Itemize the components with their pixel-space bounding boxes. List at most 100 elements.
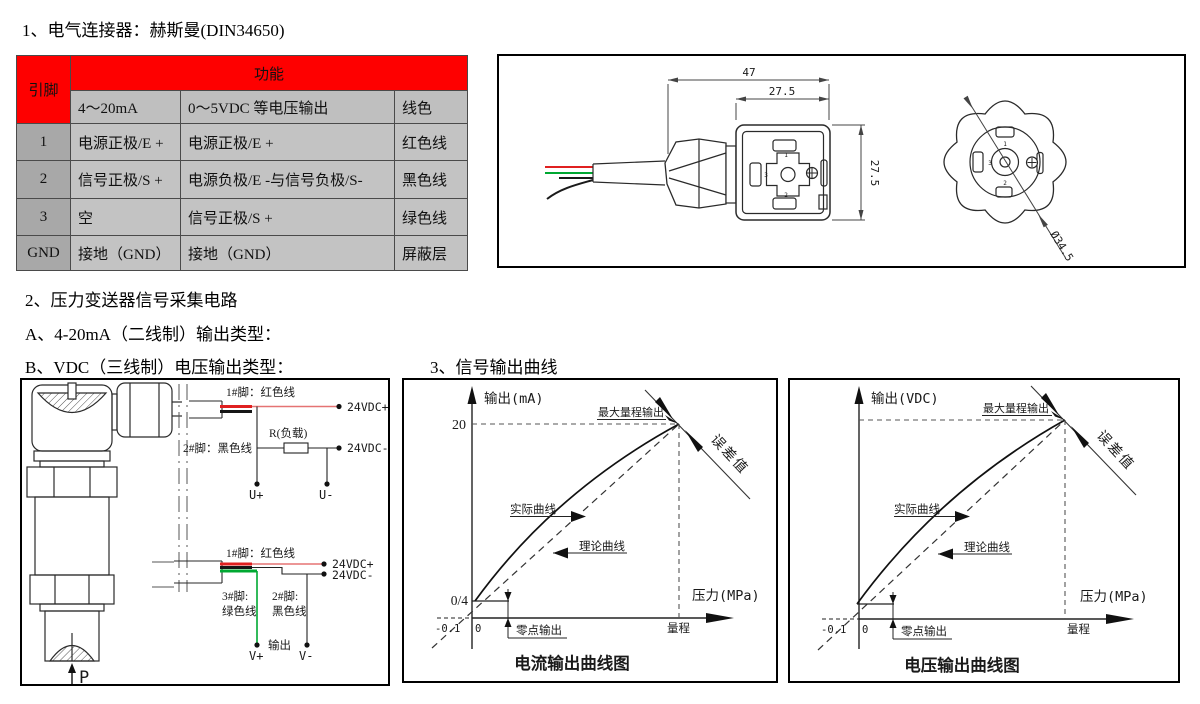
section1-heading: 1、电气连接器：赫斯曼(DIN34650) <box>22 21 285 40</box>
pin2-label-line1: 2#脚: <box>272 589 298 603</box>
actual-curve-line <box>856 419 1066 605</box>
pin-slot-bottom <box>772 197 797 210</box>
diameter-dim-arrows <box>963 95 1048 228</box>
dim-head-width: 27.5 <box>769 85 796 98</box>
pin-mark: 1 <box>784 152 788 159</box>
connector-round-view <box>943 100 1067 224</box>
v-plus-label: V+ <box>249 649 263 663</box>
screw-terminal <box>805 166 819 180</box>
pin-function-table: 引脚 功能 4～20mA 0～5VDC 等电压输出 线色 1 电源正极/E + … <box>16 55 469 271</box>
x-tick-neg: -0.1 <box>821 624 846 636</box>
cell-vdc: 电源正极/E + <box>180 123 395 161</box>
zero-output-label: 零点输出 <box>516 623 562 637</box>
black-wire-curve <box>546 179 594 200</box>
connector-square-face <box>735 124 831 221</box>
guide-lines <box>859 419 1066 619</box>
zero-dim-arrow-up <box>889 595 897 604</box>
head-hatch <box>36 392 108 414</box>
cable-sleeve <box>189 400 223 419</box>
terminal-dot <box>254 481 260 487</box>
pin2-label-line2: 黑色线 <box>272 604 307 618</box>
x-axis-arrow <box>706 613 734 623</box>
transmitter-drawing <box>26 382 182 662</box>
pin-header-cell: 引脚 <box>16 55 71 124</box>
y-axis-arrow <box>467 386 477 404</box>
supply-plus-label: 24VDC+ <box>347 400 388 414</box>
x-tick-zero: 0 <box>862 624 868 636</box>
chart-title: 电流输出曲线图 <box>514 653 630 673</box>
max-output-label: 最大量程输出 <box>983 401 1049 415</box>
cell-color: 黑色线 <box>393 160 469 199</box>
actual-curve-line <box>474 423 680 602</box>
theoretical-label: 理论曲线 <box>579 539 625 553</box>
cell-pin: GND <box>16 235 71 271</box>
voltage-curve-box: 输出(VDC) -0.1 0 量程 压力(MPa) 最大量程输出 误差值 实际曲… <box>788 378 1180 683</box>
function-header-cell: 功能 <box>69 55 469 91</box>
three-wire-circuit: 1#脚：红色线 3#脚: 绿色线 2#脚: 黑色线 24VDC+ 24VDC- … <box>174 546 374 663</box>
neck-ring <box>39 460 105 468</box>
max-output-label: 最大量程输出 <box>598 405 664 419</box>
max-output-arrow <box>665 415 679 424</box>
load-resistor <box>283 442 309 454</box>
dimension-lines <box>667 79 865 221</box>
connector-neck <box>111 393 118 431</box>
table-header-row-2: 4～20mA 0～5VDC 等电压输出 线色 <box>17 90 469 124</box>
knob-outline <box>943 100 1067 224</box>
actual-label: 实际曲线 <box>510 502 556 516</box>
center-screw <box>999 156 1011 168</box>
theoretical-curve-line <box>817 419 1066 651</box>
y-axis-label: 输出(mA) <box>484 391 544 407</box>
col-header-color: 线色 <box>393 90 469 124</box>
x-tick-zero: 0 <box>475 623 481 635</box>
gland-lines <box>668 139 727 208</box>
axes <box>822 394 1106 649</box>
pin-slot-top <box>995 126 1015 138</box>
error-dart-lower <box>1071 426 1089 448</box>
terminal-dot <box>324 481 330 487</box>
dim-height: 27.5 <box>868 160 881 187</box>
theoretical-label: 理论曲线 <box>964 540 1010 554</box>
cell-color: 绿色线 <box>393 198 469 236</box>
hex-nut-upper <box>26 466 118 498</box>
x-tick-span: 量程 <box>1067 623 1090 636</box>
cell-vdc: 接地（GND） <box>180 235 395 271</box>
theoretical-arrow <box>938 548 953 560</box>
connector-drawing-box: 1 3 2 47 27.5 27.5 1 3 2 <box>497 54 1186 268</box>
table-row: 1 电源正极/E + 电源正极/E + 红色线 <box>16 123 469 161</box>
pin-mark: 3 <box>988 160 992 167</box>
cell-ma: 信号正极/S + <box>70 160 181 199</box>
cable-sleeve <box>592 160 666 186</box>
cable-break-marks <box>152 384 188 592</box>
cell-ma: 空 <box>70 198 181 236</box>
center-hole <box>780 166 796 183</box>
wiring-diagram-box: P 1#脚：红色线 2#脚：黑色线 R(负载) 24VDC+ 24VDC- U+… <box>20 378 390 686</box>
supply-plus-label: 24VDC+ <box>332 557 374 571</box>
gland-neck <box>725 145 737 204</box>
axes <box>437 394 706 649</box>
error-dart-upper <box>655 397 673 419</box>
cell-pin: 1 <box>16 123 71 161</box>
cell-pin: 3 <box>16 198 71 236</box>
error-label: 误差值 <box>707 432 751 478</box>
cell-ma: 电源正极/E + <box>70 123 181 161</box>
terminal-dot <box>336 403 342 410</box>
v-minus-label: V- <box>299 649 313 663</box>
x-axis-arrow <box>1106 614 1134 624</box>
cell-vdc: 信号正极/S + <box>180 198 395 236</box>
current-curve-box: 输出(mA) 20 0/4 -0.1 0 量程 压力(MPa) 最大量程输出 误… <box>402 378 778 683</box>
pin-table-wrap: 引脚 功能 4～20mA 0～5VDC 等电压输出 线色 1 电源正极/E + … <box>16 55 469 271</box>
pin-slot-left <box>749 162 762 187</box>
chart-title: 电压输出曲线图 <box>904 655 1020 675</box>
keyway-slot <box>818 194 828 210</box>
head-connector <box>116 382 173 438</box>
cable-gland <box>664 138 727 209</box>
guide-lines <box>472 423 680 618</box>
x-axis-label: 压力(MPa) <box>1080 589 1148 605</box>
two-wire-circuit: 1#脚：红色线 2#脚：黑色线 R(负载) 24VDC+ 24VDC- U+ U… <box>183 385 388 502</box>
terminal-dot <box>336 445 342 451</box>
actual-arrow <box>955 511 970 522</box>
theoretical-curve-line <box>431 423 680 649</box>
pin-slot-bottom <box>995 186 1013 198</box>
table-row: GND 接地（GND） 接地（GND） 屏蔽层 <box>16 235 469 271</box>
error-dart-upper <box>1041 393 1059 415</box>
